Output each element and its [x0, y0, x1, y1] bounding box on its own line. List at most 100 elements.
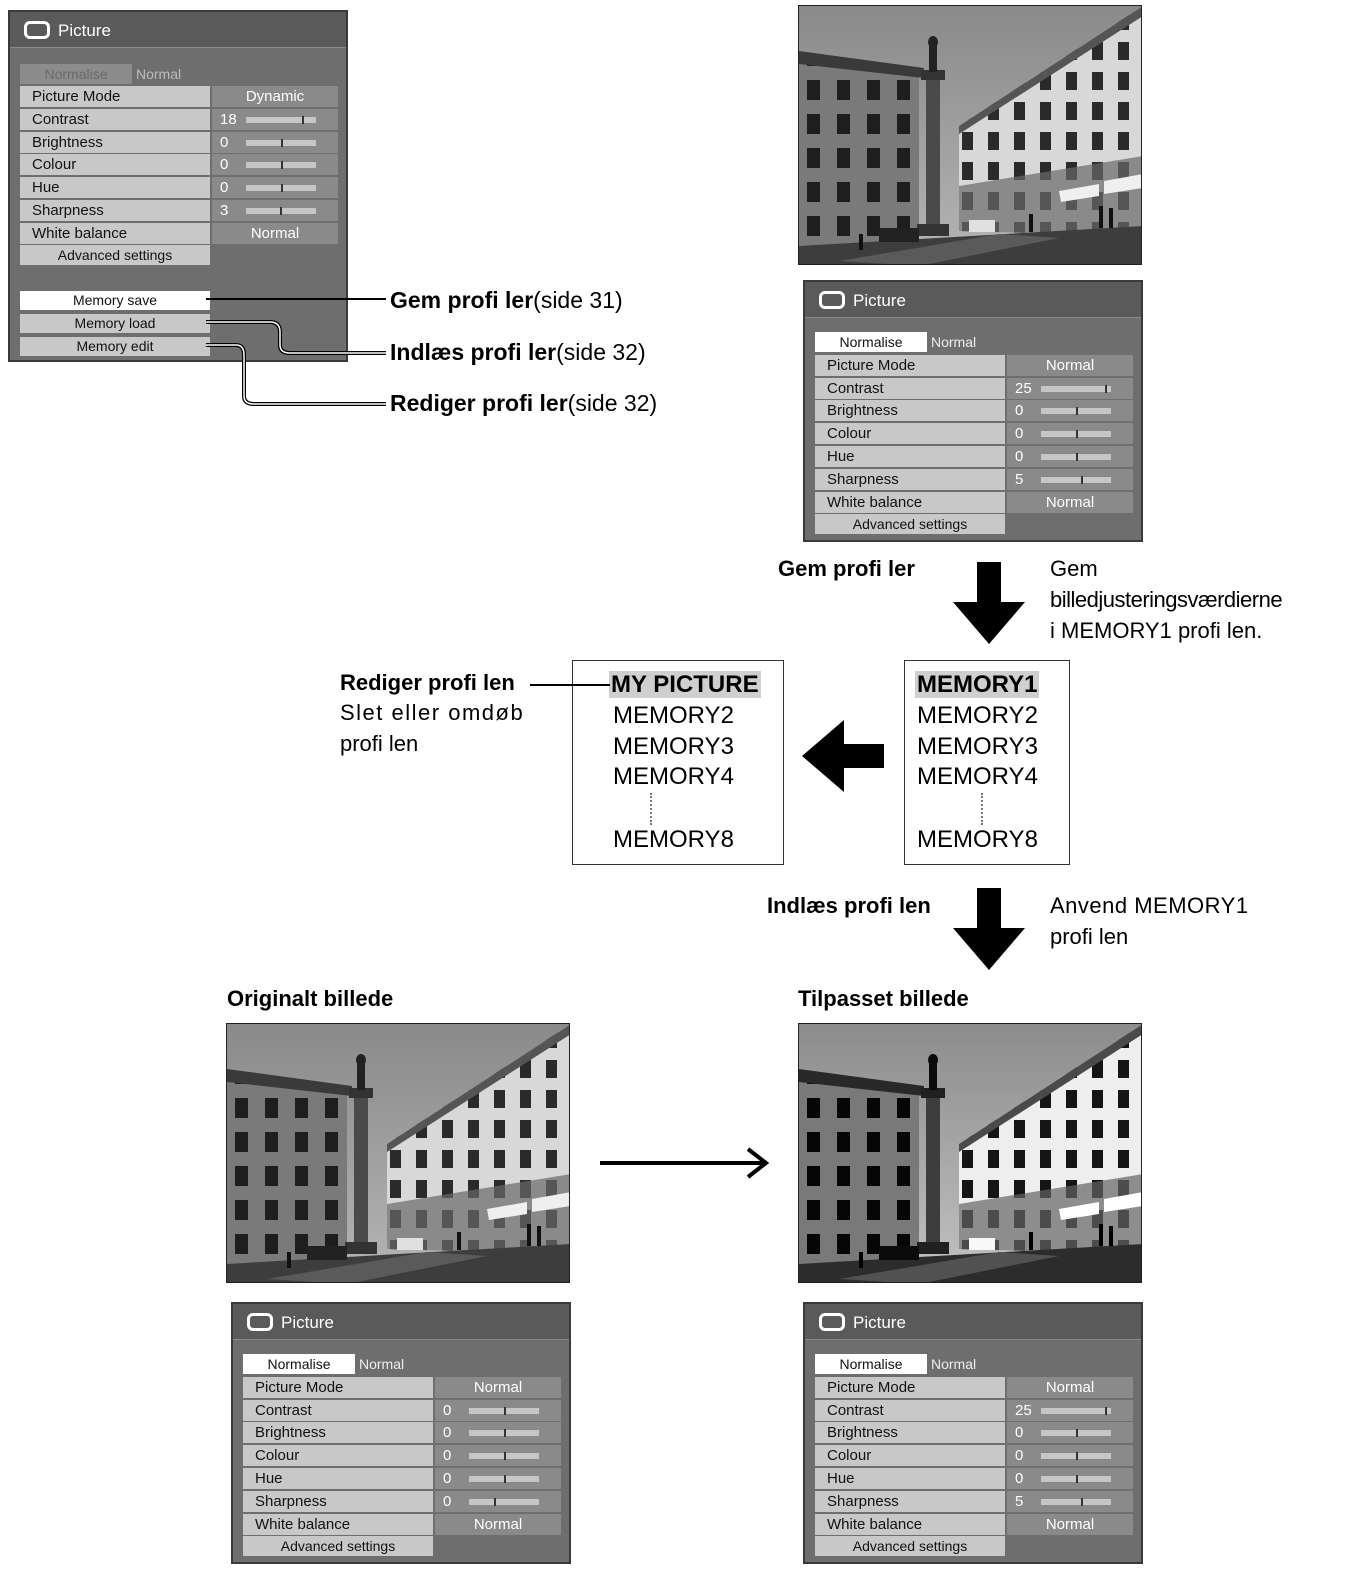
white-balance-label: White balance	[243, 1514, 433, 1535]
colour-slider[interactable]	[469, 1452, 539, 1460]
sharpness-label: Sharpness	[20, 200, 210, 221]
picture-mode-label: Picture Mode	[815, 1377, 1005, 1398]
advanced-settings-button[interactable]: Advanced settings	[20, 245, 210, 265]
hue-slider[interactable]	[246, 184, 316, 192]
menu-title: Picture	[58, 21, 111, 40]
white-balance-row[interactable]: White balance Normal	[243, 1514, 561, 1535]
normalise-button[interactable]: Normalise	[815, 1354, 927, 1374]
sharpness-row[interactable]: Sharpness 0	[243, 1491, 561, 1512]
sharpness-slider[interactable]	[469, 1498, 539, 1506]
contrast-row[interactable]: Contrast 25	[815, 1400, 1133, 1421]
brightness-row[interactable]: Brightness 0	[243, 1422, 561, 1443]
brightness-row[interactable]: Brightness 0	[20, 132, 338, 153]
hue-value: 0	[220, 179, 229, 196]
memory-slot-4[interactable]: MEMORY4	[917, 763, 1038, 790]
contrast-slider[interactable]	[246, 116, 316, 124]
memory-load-button[interactable]: Memory load	[20, 314, 210, 333]
colour-label: Colour	[815, 423, 1005, 444]
brightness-slider[interactable]	[246, 139, 316, 147]
brightness-value: 0	[443, 1424, 452, 1441]
hue-row[interactable]: Hue 0	[815, 446, 1133, 467]
menu-title: Picture	[853, 1313, 906, 1332]
memory-slot-3[interactable]: MEMORY3	[917, 733, 1038, 760]
normalise-button[interactable]: Normalise	[20, 64, 132, 84]
sharpness-row[interactable]: Sharpness 3	[20, 200, 338, 221]
hue-row[interactable]: Hue 0	[20, 177, 338, 198]
colour-slider[interactable]	[246, 161, 316, 169]
sharpness-slider[interactable]	[246, 207, 316, 215]
hue-slider[interactable]	[1041, 1475, 1111, 1483]
sharpness-row[interactable]: Sharpness 5	[815, 1491, 1133, 1512]
hue-row[interactable]: Hue 0	[815, 1468, 1133, 1489]
brightness-slider[interactable]	[1041, 1429, 1111, 1437]
colour-slider[interactable]	[1041, 1452, 1111, 1460]
picture-mode-row[interactable]: Picture Mode Normal	[815, 355, 1133, 376]
callout-save: Gem profi ler(side 31)	[390, 287, 623, 314]
picture-mode-row[interactable]: Picture Mode Dynamic	[20, 86, 338, 107]
white-balance-row[interactable]: White balance Normal	[815, 492, 1133, 513]
memory-slot-2[interactable]: MEMORY2	[917, 702, 1038, 729]
sharpness-slider[interactable]	[1041, 476, 1111, 484]
hue-value: 0	[1015, 448, 1024, 465]
brightness-label: Brightness	[243, 1422, 433, 1443]
edit-step-label: Rediger profi len	[340, 670, 515, 695]
contrast-row[interactable]: Contrast 18	[20, 109, 338, 130]
picture-mode-value: Normal	[1045, 1379, 1095, 1396]
memory-slot-4[interactable]: MEMORY4	[613, 763, 734, 790]
contrast-slider[interactable]	[1041, 1407, 1111, 1415]
picture-mode-row[interactable]: Picture Mode Normal	[243, 1377, 561, 1398]
street-photo-original	[226, 1023, 570, 1283]
normalise-button[interactable]: Normalise	[815, 332, 927, 352]
hue-slider[interactable]	[469, 1475, 539, 1483]
callout-edit-page: (side 32)	[567, 390, 658, 416]
brightness-slider[interactable]	[469, 1429, 539, 1437]
advanced-settings-button[interactable]: Advanced settings	[815, 514, 1005, 534]
hue-slider[interactable]	[1041, 453, 1111, 461]
memory-slot-3[interactable]: MEMORY3	[613, 733, 734, 760]
colour-row[interactable]: Colour 0	[815, 423, 1133, 444]
colour-row[interactable]: Colour 0	[815, 1445, 1133, 1466]
right-arrow-icon	[600, 1147, 770, 1179]
memory-edit-button[interactable]: Memory edit	[20, 337, 210, 356]
colour-row[interactable]: Colour 0	[243, 1445, 561, 1466]
colour-slider[interactable]	[1041, 430, 1111, 438]
memory-slot-my-picture[interactable]: MY PICTURE	[609, 671, 761, 698]
picture-menu-bottom-left: Picture Normalise Normal Picture Mode No…	[231, 1302, 571, 1564]
advanced-settings-button[interactable]: Advanced settings	[815, 1536, 1005, 1556]
menu-header: Picture	[805, 1304, 1141, 1340]
picture-mode-row[interactable]: Picture Mode Normal	[815, 1377, 1133, 1398]
sharpness-label: Sharpness	[243, 1491, 433, 1512]
sharpness-value: 0	[443, 1493, 452, 1510]
hue-label: Hue	[815, 446, 1005, 467]
brightness-label: Brightness	[20, 132, 210, 153]
menu-title: Picture	[281, 1313, 334, 1332]
contrast-row[interactable]: Contrast 25	[815, 378, 1133, 399]
memory-slot-1[interactable]: MEMORY1	[915, 671, 1040, 698]
picture-mode-value: Dynamic	[245, 88, 305, 105]
contrast-slider[interactable]	[1041, 385, 1111, 393]
contrast-slider[interactable]	[469, 1407, 539, 1415]
picture-menu-top-right: Picture Normalise Normal Picture Mode No…	[803, 280, 1143, 542]
colour-label: Colour	[20, 154, 210, 175]
brightness-row[interactable]: Brightness 0	[815, 400, 1133, 421]
memory-slot-2[interactable]: MEMORY2	[613, 702, 734, 729]
white-balance-row[interactable]: White balance Normal	[20, 223, 338, 244]
contrast-value: 18	[220, 111, 237, 128]
memory-save-button[interactable]: Memory save	[20, 291, 210, 310]
white-balance-row[interactable]: White balance Normal	[815, 1514, 1133, 1535]
brightness-row[interactable]: Brightness 0	[815, 1422, 1133, 1443]
normalise-button[interactable]: Normalise	[243, 1354, 355, 1374]
white-balance-label: White balance	[815, 492, 1005, 513]
advanced-settings-button[interactable]: Advanced settings	[243, 1536, 433, 1556]
sharpness-row[interactable]: Sharpness 5	[815, 469, 1133, 490]
brightness-slider[interactable]	[1041, 407, 1111, 415]
colour-value: 0	[1015, 425, 1024, 442]
colour-row[interactable]: Colour 0	[20, 154, 338, 175]
hue-row[interactable]: Hue 0	[243, 1468, 561, 1489]
sharpness-slider[interactable]	[1041, 1498, 1111, 1506]
memory-slot-8[interactable]: MEMORY8	[613, 826, 734, 853]
memory-slot-8[interactable]: MEMORY8	[917, 826, 1038, 853]
contrast-row[interactable]: Contrast 0	[243, 1400, 561, 1421]
sharpness-value: 5	[1015, 1493, 1024, 1510]
white-balance-value: Normal	[250, 225, 300, 242]
